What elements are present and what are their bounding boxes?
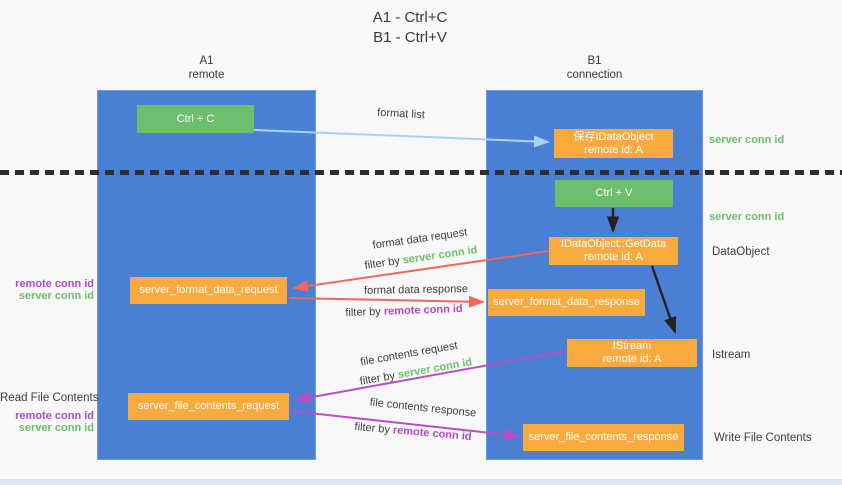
left-column-name: A1 [199, 55, 214, 67]
node-server-file-contents-request: server_file_contents_request [128, 393, 289, 420]
remote-conn-id-label: remote conn id [15, 278, 94, 290]
left-format-conn-ids: remote conn id server conn id [0, 278, 94, 302]
node-format-response-label: server_format_data_response [493, 296, 640, 308]
node-ctrl-c-label: Ctrl + C [176, 112, 215, 125]
filter-by-text: filter by [363, 254, 404, 272]
dataobject-label: DataObject [712, 246, 770, 258]
label-file-contents-response: file contents response [369, 396, 477, 420]
filter-by-text: filter by [345, 305, 385, 320]
server-conn-id-top-label: server conn id [709, 134, 785, 146]
node-ctrl-c: Ctrl + C [137, 105, 254, 133]
title-line-2: B1 - Ctrl+V [373, 29, 447, 46]
right-column-role: connection [566, 69, 623, 81]
left-column-role: remote [188, 69, 225, 81]
node-getdata-line1: IDataObject::GetData [560, 238, 667, 250]
label-filter-format-response: filter by remote conn id [345, 303, 463, 319]
remote-conn-id-label: remote conn id [15, 410, 94, 422]
node-istream: IStream remote id: A [567, 339, 697, 367]
server-conn-id-label: server conn id [18, 422, 94, 434]
node-istream-line2: remote id: A [602, 353, 662, 365]
remote-conn-id-key: remote conn id [392, 424, 472, 444]
server-conn-id-label: server conn id [18, 290, 94, 302]
node-server-format-data-response: server_format_data_response [488, 289, 645, 316]
diagram-title: A1 - Ctrl+C B1 - Ctrl+V [310, 8, 510, 48]
label-filter-file-response: filter by remote conn id [354, 421, 472, 443]
node-ctrl-v-label: Ctrl + V [595, 187, 633, 199]
filter-by-text: filter by [354, 420, 394, 437]
node-file-request-label: server_file_contents_request [137, 400, 280, 412]
node-save-idataobject: 保存IDataObject remote id: A [554, 129, 673, 158]
node-server-file-contents-response: server_file_contents_response [523, 424, 684, 451]
server-conn-id-mid-label: server conn id [709, 211, 785, 223]
node-getdata-line2: remote id: A [584, 251, 643, 263]
title-line-1: A1 - Ctrl+C [372, 9, 448, 26]
node-idataobject-getdata: IDataObject::GetData remote id: A [549, 237, 678, 265]
dashed-divider-line [0, 170, 842, 175]
node-istream-line1: IStream [612, 340, 652, 352]
node-server-format-data-request: server_format_data_request [130, 277, 287, 304]
right-column-header: B1 connection [486, 54, 703, 82]
left-file-conn-ids: remote conn id server conn id [0, 410, 94, 434]
label-format-list: format list [376, 106, 426, 122]
node-ctrl-v: Ctrl + V [555, 180, 673, 207]
right-column-name: B1 [587, 55, 602, 67]
node-format-request-label: server_format_data_request [139, 284, 278, 296]
label-format-data-response: format data response [363, 283, 469, 297]
filter-by-text: filter by [358, 369, 399, 388]
read-file-contents-label: Read File Contents [0, 392, 99, 404]
write-file-contents-label: Write File Contents [714, 432, 812, 444]
server-conn-id-key: server conn id [401, 244, 479, 267]
node-save-idataobject-line2: remote id: A [584, 143, 643, 156]
remote-conn-id-key: remote conn id [383, 302, 463, 318]
left-column-header: A1 remote [97, 54, 316, 82]
istream-label: Istream [712, 349, 751, 361]
node-save-idataobject-line1: 保存IDataObject [573, 130, 654, 143]
bottom-window-edge [0, 479, 842, 485]
arrow-format-data-response [288, 295, 485, 308]
node-file-response-label: server_file_contents_response [528, 431, 679, 443]
